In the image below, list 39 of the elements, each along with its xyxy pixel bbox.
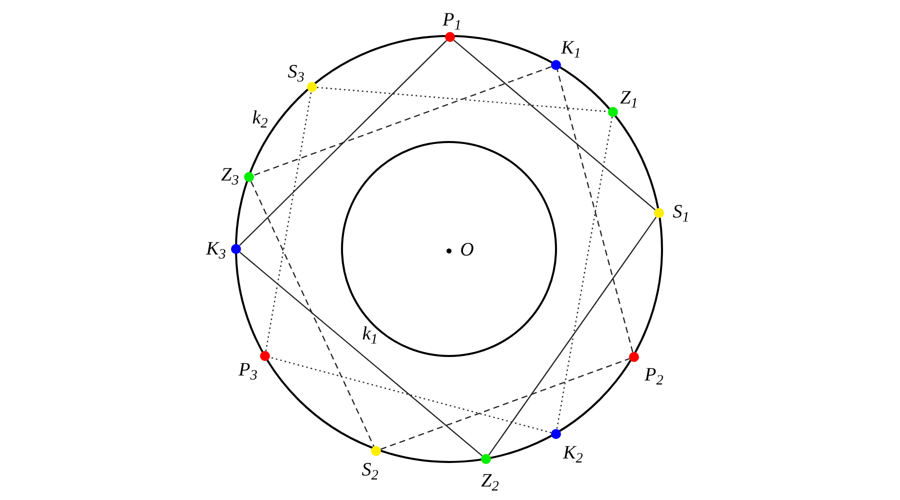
point <box>481 454 491 464</box>
circle-label: O <box>460 240 474 260</box>
point-label: S$_{3}$ <box>288 62 304 82</box>
point <box>445 32 455 42</box>
point <box>551 60 561 70</box>
point-label: K$_{3}$ <box>206 240 226 258</box>
connecting-line <box>380 358 630 450</box>
connecting-line <box>250 181 374 447</box>
point-label: K$_{1}$ <box>561 38 581 58</box>
point-label: Z$_{2}$ <box>481 472 499 490</box>
connecting-line <box>316 86 608 112</box>
point <box>231 244 241 254</box>
point <box>654 208 664 218</box>
point <box>371 446 381 456</box>
point <box>307 82 317 92</box>
point <box>244 172 254 182</box>
point <box>551 429 561 439</box>
connecting-line <box>239 40 447 246</box>
circle-label: k$_{2}$ <box>252 108 268 128</box>
connecting-line <box>253 66 552 176</box>
connecting-line <box>265 92 312 352</box>
point-label: P$_{2}$ <box>644 366 664 384</box>
point-label: K$_{2}$ <box>563 444 583 462</box>
connecting-line <box>556 116 613 430</box>
point <box>629 352 639 362</box>
connecting-line <box>488 216 657 456</box>
circle-label: k$_{1}$ <box>362 324 378 344</box>
point-label: S$_{1}$ <box>672 202 690 222</box>
point-label: Z$_{3}$ <box>221 166 239 184</box>
connecting-line <box>270 356 552 434</box>
connecting-line <box>453 40 656 210</box>
point-label: P$_{3}$ <box>238 360 258 380</box>
point <box>260 351 270 361</box>
point <box>608 107 618 117</box>
point-label: P$_{1}$ <box>442 10 462 30</box>
point-label: Z$_{1}$ <box>620 88 638 108</box>
point-label: S$_{2}$ <box>362 460 378 480</box>
connecting-line <box>556 70 634 352</box>
connecting-line <box>239 252 483 456</box>
